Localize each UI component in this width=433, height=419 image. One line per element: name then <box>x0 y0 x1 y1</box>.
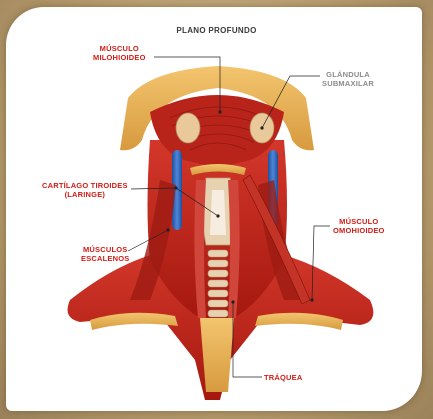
label-scalenes-line2: ESCALENOS <box>81 254 129 263</box>
label-thyroid-line2: (LARINGE) <box>42 190 128 199</box>
label-submandibular: GLÁNDULA SUBMAXILAR <box>322 70 374 88</box>
label-thyroid-cartilage: CARTÍLAGO TIROIDES (LARINGE) <box>42 181 128 199</box>
label-scalenes-line1: MÚSCULOS <box>81 245 129 254</box>
label-trachea: TRÁQUEA <box>264 373 302 382</box>
label-omohyoid-line1: MÚSCULO <box>333 217 385 226</box>
label-submandibular-line2: SUBMAXILAR <box>322 79 374 88</box>
trachea-rings <box>208 250 228 317</box>
label-omohyoid: MÚSCULO OMOHIOIDEO <box>333 217 385 235</box>
label-thyroid-line1: CARTÍLAGO TIROIDES <box>42 181 128 190</box>
submandibular-gland-left <box>176 113 200 143</box>
sternum <box>200 318 234 392</box>
label-mylohyoid: MÚSCULO MILOHIOIDEO <box>93 44 146 62</box>
label-scalenes: MÚSCULOS ESCALENOS <box>81 245 129 263</box>
diagram-title: PLANO PROFUNDO <box>0 26 433 35</box>
label-submandibular-line1: GLÁNDULA <box>322 70 374 79</box>
label-omohyoid-line2: OMOHIOIDEO <box>333 226 385 235</box>
label-mylohyoid-line2: MILOHIOIDEO <box>93 53 146 62</box>
label-mylohyoid-line1: MÚSCULO <box>93 44 146 53</box>
